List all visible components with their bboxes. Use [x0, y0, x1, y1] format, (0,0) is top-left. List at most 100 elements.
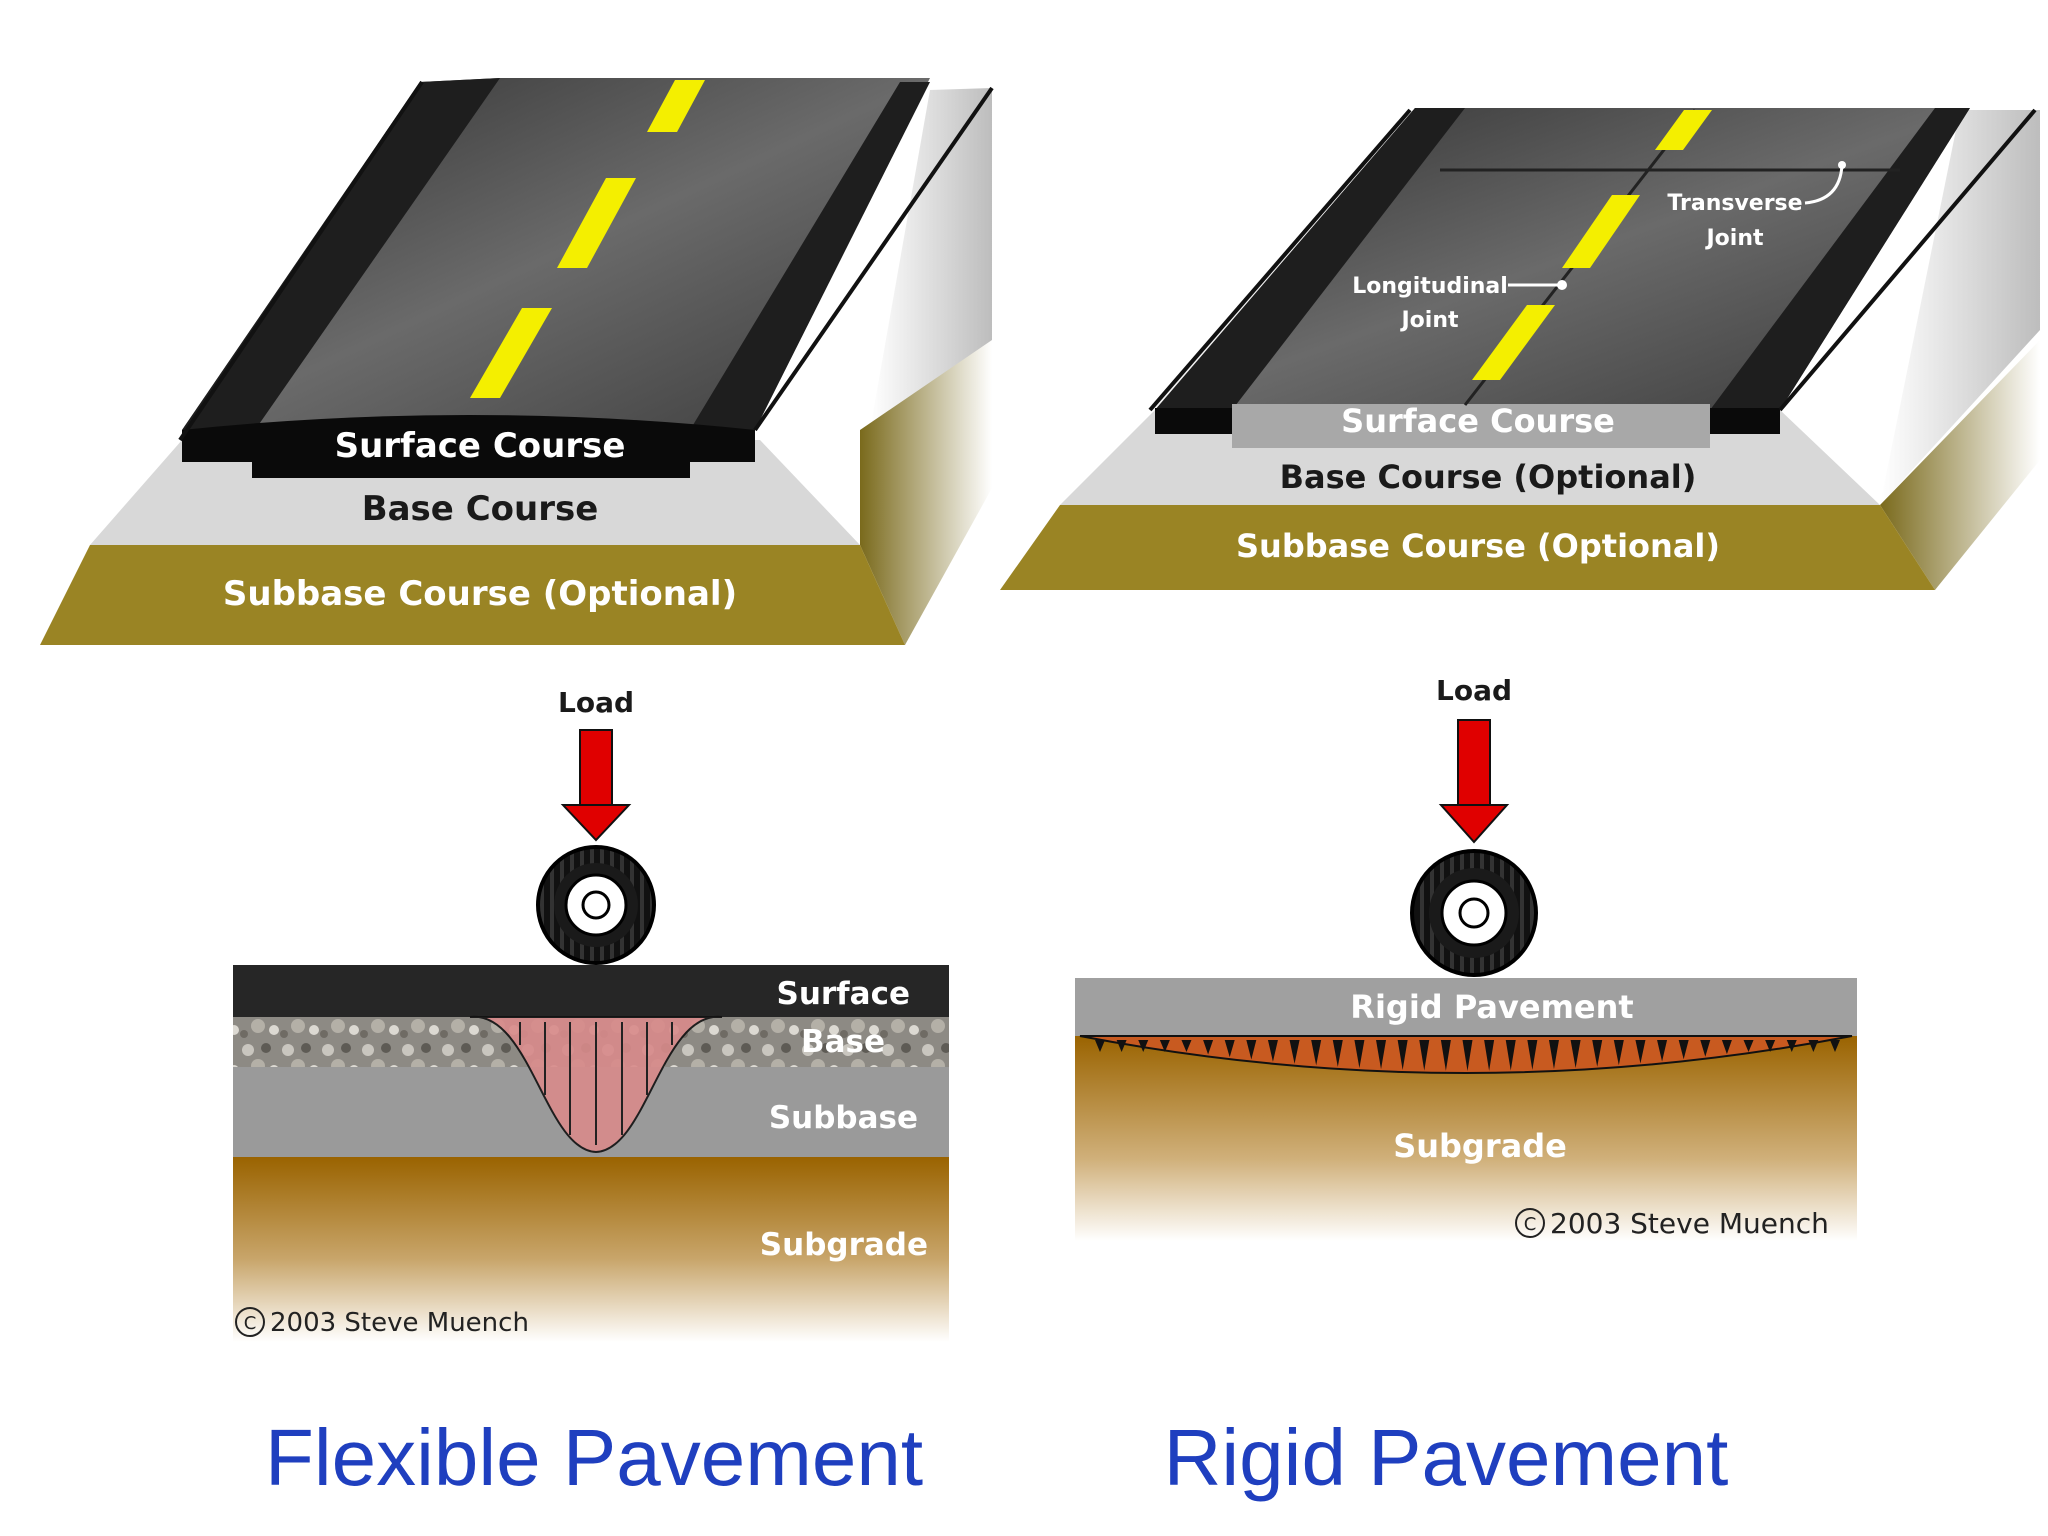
pressure-arrow: [1203, 1040, 1214, 1055]
pressure-arrow: [1397, 1040, 1408, 1071]
pressure-arrow: [1376, 1040, 1387, 1070]
flexible-copyright-text: 2003 Steve Muench: [270, 1308, 529, 1338]
pressure-arrow: [1700, 1040, 1711, 1057]
pressure-arrow: [1527, 1040, 1538, 1070]
rigid-longitudinal-joint-label-2: Joint: [1399, 308, 1459, 333]
rigid-right-edge-line: [1778, 108, 2037, 412]
flexible-left-edge-line: [178, 80, 424, 442]
flexible-pavement-caption: Flexible Pavement: [265, 1413, 923, 1502]
pressure-arrow: [1743, 1040, 1754, 1052]
pressure-arrow: [1159, 1040, 1170, 1052]
pressure-arrow: [1613, 1040, 1624, 1066]
pressure-arrow: [1462, 1040, 1473, 1071]
rigid-transverse-joint-label-1: Transverse: [1667, 191, 1802, 216]
rigid-lane-stripe: [1655, 110, 1712, 150]
rigid-subbase-slab: [1000, 505, 1935, 590]
flexible-load-arrow: [560, 729, 632, 842]
rigid-left-edge-line: [1148, 108, 1412, 412]
rigid-longitudinal-joint-label-1: Longitudinal: [1352, 274, 1508, 299]
flexible-road-3d: Surface Course Base Course Subbase Cours…: [40, 78, 994, 645]
rigid-transverse-joint-label-2: Joint: [1704, 226, 1764, 251]
pressure-arrow: [1678, 1040, 1689, 1060]
pressure-arrow: [1830, 1040, 1840, 1052]
flexible-stress-arrows: [519, 1022, 673, 1145]
pressure-arrow: [1484, 1040, 1495, 1071]
pressure-arrow: [1721, 1040, 1732, 1055]
pressure-arrow: [1786, 1040, 1797, 1052]
flexible-load-section: Load Surface Base Subbase Su: [233, 686, 949, 1342]
rigid-base-course-label: Base Course (Optional): [1280, 458, 1697, 496]
pressure-arrow: [1354, 1040, 1365, 1069]
rigid-road-3d: Transverse Joint Longitudinal Joint Surf…: [1000, 108, 2040, 590]
flexible-road-edge-left: [182, 78, 500, 430]
flexible-lane-stripe: [647, 80, 705, 132]
pressure-arrow: [1311, 1040, 1322, 1066]
flexible-tire-icon: [536, 845, 656, 965]
pressure-arrow: [1440, 1040, 1451, 1071]
pressure-arrow: [1138, 1040, 1149, 1052]
rigid-surface-course-label: Surface Course: [1341, 402, 1615, 440]
pressure-arrow: [1570, 1040, 1581, 1069]
svg-text:C: C: [244, 1313, 257, 1334]
pressure-arrow: [1505, 1040, 1516, 1071]
flexible-base-label: Base: [801, 1024, 885, 1060]
pressure-arrow: [1116, 1040, 1127, 1052]
rigid-longitudinal-joint-dot: [1557, 280, 1567, 290]
rigid-copyright-text: 2003 Steve Muench: [1550, 1207, 1829, 1240]
rigid-pavement-caption: Rigid Pavement: [1164, 1413, 1729, 1502]
rigid-load-label: Load: [1436, 674, 1512, 707]
rigid-subgrade-label: Subgrade: [1393, 1127, 1567, 1165]
rigid-pressure-arrows: [1095, 1040, 1840, 1071]
rigid-right-shoulder-slope: [1880, 110, 2040, 505]
flexible-subgrade-layer: [233, 1157, 949, 1342]
flexible-subbase-slab: [40, 545, 905, 645]
pressure-arrow: [1808, 1040, 1819, 1052]
pressure-arrow: [1267, 1040, 1278, 1062]
svg-text:C: C: [1524, 1214, 1537, 1235]
rigid-road-edge-left: [1155, 108, 1465, 410]
pressure-arrow: [1246, 1040, 1257, 1060]
rigid-road-edge-right: [1710, 108, 1970, 410]
flexible-load-label: Load: [558, 686, 634, 719]
flexible-lane-stripe: [557, 178, 636, 268]
flexible-right-edge-line: [753, 86, 994, 432]
rigid-subbase-side: [1880, 340, 2040, 590]
pressure-arrow: [1289, 1040, 1300, 1064]
flexible-road-edge-right: [690, 82, 930, 430]
rigid-pavement-layer: [1075, 978, 1857, 1036]
flexible-right-shoulder-slope: [870, 88, 992, 430]
flexible-surface-label: Surface: [777, 976, 911, 1012]
flexible-surface-course-label: Surface Course: [335, 426, 626, 466]
pressure-arrow: [1095, 1040, 1105, 1052]
flexible-subbase-label: Subbase: [769, 1100, 918, 1136]
rigid-subbase-course-label: Subbase Course (Optional): [1236, 527, 1720, 565]
pressure-arrow: [1332, 1040, 1343, 1067]
pressure-arrow: [1592, 1040, 1603, 1067]
flexible-lane-stripe: [470, 308, 552, 398]
rigid-tire-icon: [1410, 849, 1538, 977]
rigid-pavement-label: Rigid Pavement: [1350, 988, 1633, 1026]
pressure-arrow: [1548, 1040, 1559, 1070]
rigid-copyright: C 2003 Steve Muench: [1515, 1207, 1829, 1240]
pressure-arrow: [1765, 1040, 1776, 1052]
pressure-arrow: [1224, 1040, 1235, 1058]
rigid-transverse-joint-dot: [1838, 161, 1846, 169]
flexible-surface-course-slab: [182, 415, 755, 478]
flexible-subgrade-label: Subgrade: [760, 1227, 928, 1263]
rigid-transverse-joint-pointer: [1804, 164, 1844, 205]
flexible-base-course-label: Base Course: [362, 489, 599, 529]
flexible-surface-layer: [233, 965, 949, 1017]
flexible-subbase-side: [860, 340, 992, 645]
pressure-arrow: [1635, 1040, 1646, 1064]
rigid-lane-stripe: [1472, 305, 1555, 380]
pressure-arrow: [1181, 1040, 1192, 1052]
rigid-lane-stripe: [1562, 195, 1640, 268]
flexible-subbase-course-label: Subbase Course (Optional): [223, 574, 737, 614]
rigid-load-section: Load Rigid Pavement Subgrade C 2003 Stev…: [1075, 674, 1857, 1241]
pressure-arrow: [1657, 1040, 1668, 1062]
flexible-copyright: C 2003 Steve Muench: [235, 1307, 529, 1338]
pressure-arrow: [1419, 1040, 1430, 1071]
rigid-surface-course-block: [1232, 404, 1710, 448]
rigid-load-arrow: [1438, 719, 1510, 844]
